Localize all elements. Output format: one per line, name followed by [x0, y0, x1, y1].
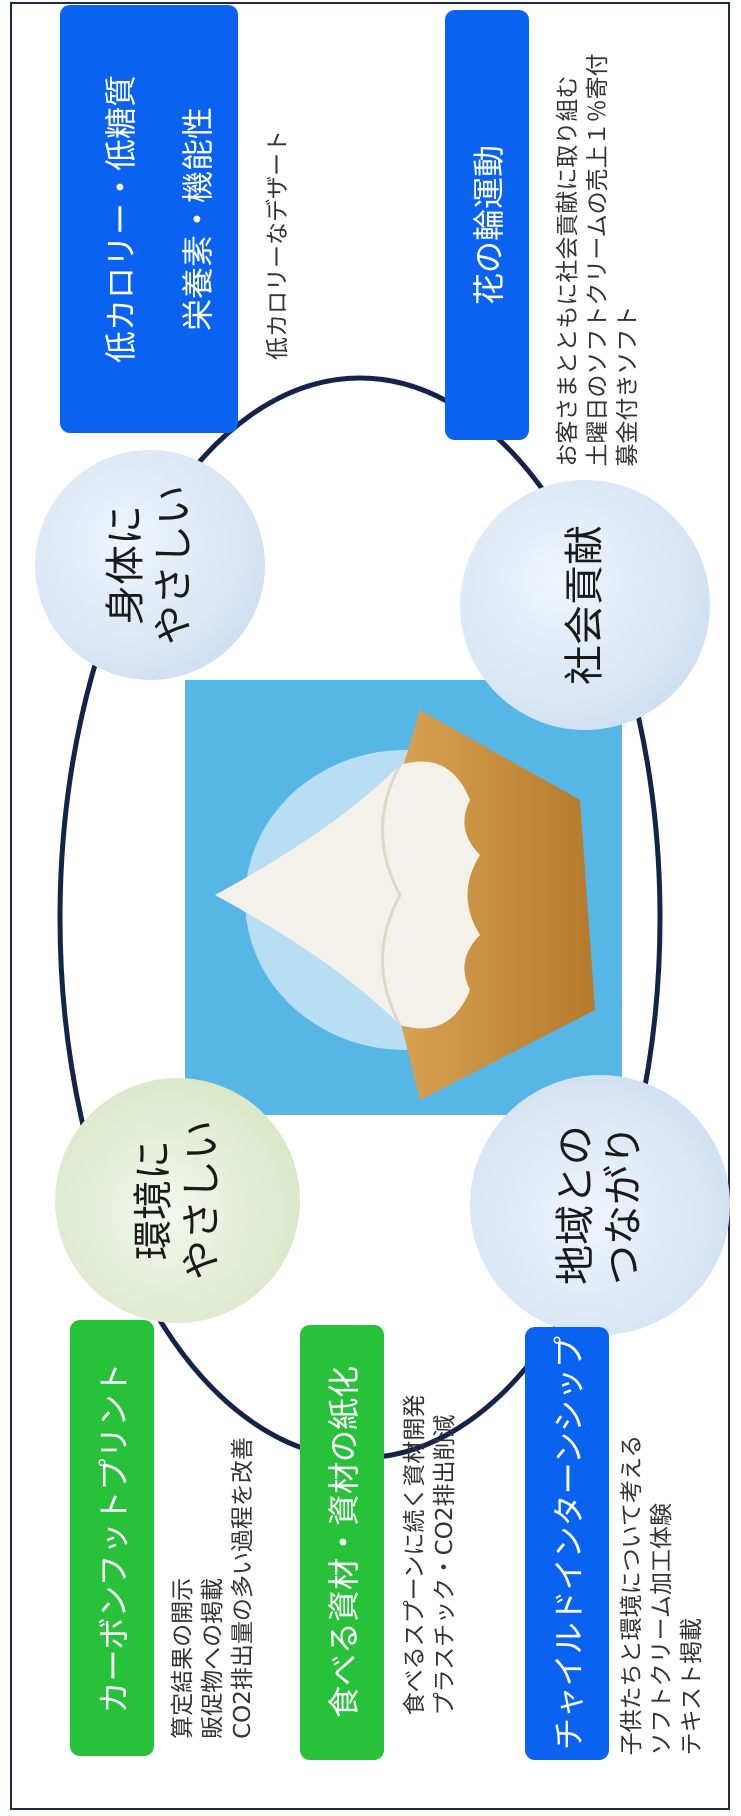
- desc-flower-line2: 土曜日のソフトクリームの売上１％寄付: [585, 53, 611, 467]
- desc-flower-line3: 募金付きソフト: [615, 305, 641, 467]
- box-edible-materials-label: 食べる資材・資材の紙化: [325, 1365, 363, 1719]
- circle-environment-line1: 環境に: [131, 1140, 177, 1260]
- circle-environment-label: 環境に やさしい: [130, 1120, 226, 1280]
- desc-flower: お客さまとともに社会貢献に取り組む 土曜日のソフトクリームの売上１％寄付 募金付…: [553, 53, 643, 466]
- circle-local-connection: [470, 1075, 730, 1335]
- circle-local-line2: つながり: [601, 1125, 647, 1285]
- diagram-frame: [10, 2, 730, 1810]
- box-nutrition-label: 栄養素・機能性: [179, 106, 217, 332]
- box-carbon-footprint: [70, 1320, 154, 1756]
- circle-environment-line2: やさしい: [179, 1120, 225, 1280]
- box-carbon-footprint-label: カーボンフットプリント: [95, 1362, 133, 1714]
- desc-low-calorie: 低カロリーなデザート: [263, 130, 293, 360]
- desc-carbon-line3: CO2排出量の多い過程を改善: [230, 1437, 256, 1739]
- box-low-calorie-label: 低カロリー・低糖質: [102, 74, 140, 364]
- desc-child-line1: 子供たちと環境について考える: [619, 1434, 645, 1756]
- circle-body-label: 身体に やさしい: [102, 485, 198, 645]
- soft-cream-photo: [185, 680, 622, 1115]
- desc-child: 子供たちと環境について考える ソフトクリーム加工体験 テキスト掲載: [617, 1435, 707, 1756]
- box-flower-movement-label: 花の輪運動: [470, 144, 508, 306]
- box-flower-movement: [445, 10, 529, 440]
- circle-social-contribution: [460, 480, 710, 730]
- desc-carbon-line2: 販促物への掲載: [200, 1577, 226, 1739]
- circle-local-line1: 地域との: [553, 1125, 599, 1285]
- circle-environment-friendly: [55, 1078, 300, 1323]
- box-nutrition: [155, 5, 238, 433]
- desc-flower-line1: お客さまとともに社会貢献に取り組む: [555, 75, 581, 467]
- box-child-internship-label: チャイルドインターンシップ: [550, 1335, 588, 1751]
- desc-edible: 食べるスプーンに続く資材開発 プラスチック・CO2排出削減: [400, 1395, 460, 1716]
- box-edible-materials: [300, 1325, 384, 1760]
- circle-body-line1: 身体に: [103, 505, 149, 625]
- circle-social-label: 社会貢献: [561, 525, 609, 685]
- circle-local-label: 地域との つながり: [552, 1125, 648, 1285]
- circle-body-friendly: [35, 450, 265, 680]
- desc-edible-line1: 食べるスプーンに続く資材開発: [402, 1394, 428, 1716]
- desc-edible-line2: プラスチック・CO2排出削減: [432, 1414, 458, 1716]
- desc-carbon-line1: 算定結果の開示: [170, 1577, 196, 1739]
- soft-cream-icon: [215, 710, 595, 1100]
- desc-carbon: 算定結果の開示 販促物への掲載 CO2排出量の多い過程を改善: [168, 1437, 258, 1739]
- desc-child-line2: ソフトクリーム加工体験: [649, 1503, 675, 1756]
- circle-social-text: 社会貢献: [562, 525, 608, 685]
- desc-child-line3: テキスト掲載: [679, 1618, 705, 1756]
- circle-body-line2: やさしい: [151, 485, 197, 645]
- box-child-internship: [525, 1327, 609, 1760]
- desc-low-calorie-line1: 低カロリーなデザート: [265, 130, 291, 360]
